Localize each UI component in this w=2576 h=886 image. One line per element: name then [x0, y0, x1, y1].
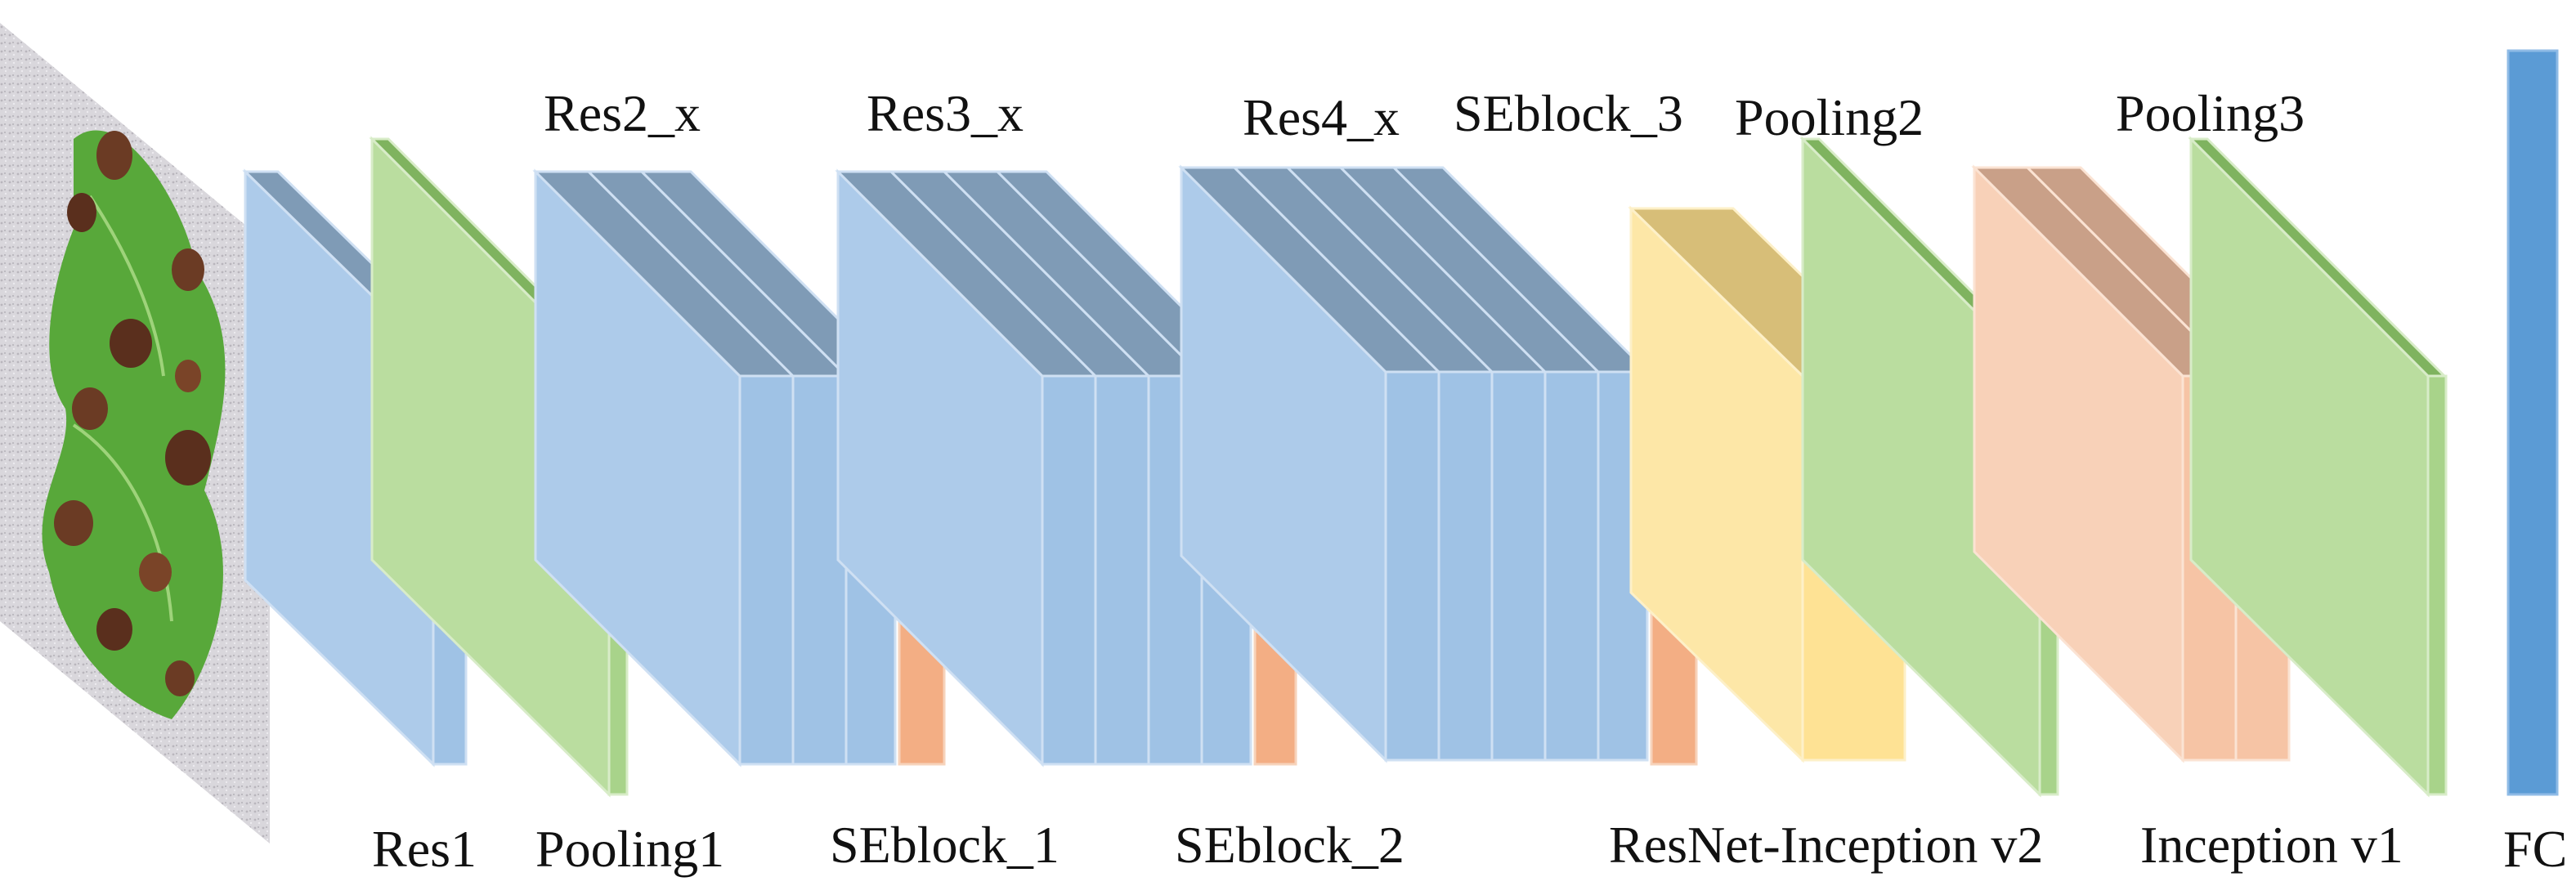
label-inception-v1: Inception v1 — [2140, 816, 2404, 874]
label-seblock1: SEblock_1 — [830, 816, 1060, 874]
pooling3-block — [2188, 136, 2448, 798]
label-pooling3: Pooling3 — [2116, 84, 2305, 142]
label-res1: Res1 — [372, 820, 477, 878]
label-res3: Res3_x — [867, 84, 1024, 142]
label-fc: FC — [2503, 820, 2567, 878]
res3-block — [835, 168, 1254, 767]
label-pooling2: Pooling2 — [1735, 88, 1924, 146]
label-res4: Res4_x — [1243, 88, 1400, 146]
res4-block — [1178, 164, 1651, 763]
label-seblock2: SEblock_2 — [1175, 816, 1404, 874]
label-seblock3: SEblock_3 — [1454, 84, 1683, 142]
label-pooling1: Pooling1 — [535, 820, 724, 878]
label-res2: Res2_x — [544, 84, 701, 142]
fc-layer — [2507, 49, 2559, 796]
label-resnet-inception-v2: ResNet-Inception v2 — [1609, 816, 2043, 874]
input-leaf-image — [0, 23, 270, 843]
res2-block — [532, 168, 898, 767]
